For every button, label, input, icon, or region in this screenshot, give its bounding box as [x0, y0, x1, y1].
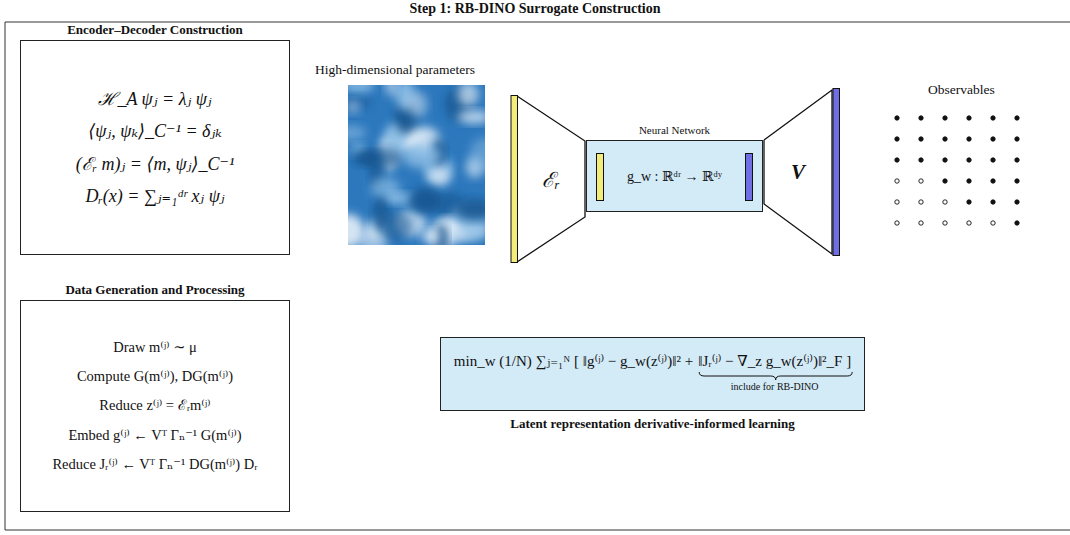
observable-point: [895, 137, 899, 141]
field-blob: [409, 187, 442, 213]
observable-point: [943, 200, 947, 204]
observable-point: [1015, 158, 1019, 162]
observable-point: [967, 179, 971, 183]
loss-box: min_w (1/N) ∑ⱼ₌₁ᴺ [ ‖g⁽ʲ⁾ − g_w(z⁽ʲ⁾)‖² …: [440, 337, 865, 411]
field-blob: [427, 166, 450, 187]
content-box: Data Generation and ProcessingDraw m⁽ʲ⁾ …: [20, 300, 290, 512]
observable-point: [919, 179, 923, 183]
network-label: g_w : ℝᵈʳ → ℝᵈʸ: [627, 168, 722, 185]
observable-point: [967, 200, 971, 204]
equation: ⟨ψⱼ, ψₖ⟩_C⁻¹ = δⱼₖ: [88, 120, 221, 143]
observable-point: [943, 137, 947, 141]
input-bar: [596, 153, 604, 201]
trapezoid-outline: [517, 96, 585, 262]
observable-point: [967, 137, 971, 141]
observable-point: [1015, 137, 1019, 141]
random-field-image: [348, 85, 485, 245]
observable-point: [1015, 200, 1019, 204]
observable-point: [895, 116, 899, 120]
process-step: Embed g⁽ʲ⁾ ← Vᵀ Γₙ⁻¹ G(m⁽ʲ⁾): [68, 427, 241, 444]
latent-bar: [511, 96, 518, 263]
observable-point: [919, 200, 923, 204]
observable-point: [919, 158, 923, 162]
loss-equation: ‖Jᵣ⁽ʲ⁾ − ∇_z g_w(z⁽ʲ⁾)‖²_F ]: [698, 352, 851, 370]
equation: (ℰᵣ m)ⱼ = ⟨m, ψⱼ⟩_C⁻¹: [76, 153, 235, 176]
observable-point: [895, 179, 899, 183]
observable-point: [991, 200, 995, 204]
observable-point: [943, 221, 947, 225]
latent-bar: [833, 89, 840, 256]
loss-equation: min_w (1/N) ∑ⱼ₌₁ᴺ [ ‖g⁽ʲ⁾ − g_w(z⁽ʲ⁾)‖² …: [454, 352, 693, 370]
equation: Dᵣ(x) = ∑ⱼ₌₁ᵈʳ xⱼ ψⱼ: [85, 185, 224, 208]
box-heading: Neural Network: [587, 124, 762, 136]
observable-point: [943, 179, 947, 183]
observable-point: [991, 221, 995, 225]
observable-point: [943, 116, 947, 120]
observable-point: [1015, 179, 1019, 183]
field-blob: [408, 92, 427, 118]
field-blob: [457, 110, 485, 124]
figure-title: Step 1: RB-DINO Surrogate Construction: [0, 1, 1070, 17]
encoder-symbol: ℰᵣ: [542, 165, 560, 193]
underbrace: [441, 338, 866, 412]
observable-point: [919, 221, 923, 225]
observable-point: [991, 137, 995, 141]
field-blob: [373, 196, 388, 230]
field-blob: [348, 85, 374, 93]
observable-point: [967, 158, 971, 162]
encoder-trapezoid: ℰᵣ: [510, 95, 586, 263]
trapezoid-outline: [764, 90, 832, 254]
box-heading: Data Generation and Processing: [21, 282, 289, 298]
brace-note: include for RB-DINO: [731, 381, 819, 392]
process-step: Compute G(m⁽ʲ⁾), DG(m⁽ʲ⁾): [77, 368, 233, 385]
field-blob: [422, 230, 440, 243]
axis-label: High-dimensional parameters: [315, 62, 475, 78]
observable-point: [991, 158, 995, 162]
field-blob: [370, 177, 400, 199]
observable-point: [991, 179, 995, 183]
loss-caption: Latent representation derivative-informe…: [441, 416, 864, 432]
field-blob: [470, 138, 485, 173]
field-blob: [456, 199, 485, 220]
observable-point: [895, 200, 899, 204]
decoder-symbol: V: [791, 160, 805, 185]
field-blob: [348, 125, 366, 140]
observable-point: [895, 221, 899, 225]
network-box: Neural Networkg_w : ℝᵈʳ → ℝᵈʸ: [586, 140, 763, 212]
field-blob: [385, 85, 397, 96]
field-blob: [401, 144, 441, 169]
observable-point: [1015, 116, 1019, 120]
underbrace-path: [699, 372, 852, 380]
equation: ℋ_A ψⱼ = λⱼ ψⱼ: [98, 88, 211, 111]
content-box: Encoder–Decoder Constructionℋ_A ψⱼ = λⱼ …: [20, 40, 290, 255]
field-blob: [359, 148, 403, 169]
output-bar: [745, 153, 753, 201]
decoder-trapezoid: V: [763, 88, 841, 256]
observable-point: [919, 137, 923, 141]
observable-point: [895, 158, 899, 162]
field-blob: [458, 85, 479, 107]
observable-point: [919, 116, 923, 120]
observable-point: [943, 158, 947, 162]
observable-point: [991, 116, 995, 120]
observable-point: [967, 221, 971, 225]
field-blob: [348, 100, 360, 113]
observable-grid: [895, 116, 1019, 225]
process-step: Reduce z⁽ʲ⁾ = ℰᵣm⁽ʲ⁾: [99, 397, 210, 414]
process-step: Reduce Jᵣ⁽ʲ⁾ ← Vᵀ Γₙ⁻¹ DG(m⁽ʲ⁾) Dᵣ: [52, 456, 257, 473]
axis-label: Observables: [928, 82, 995, 98]
observable-point: [1015, 221, 1019, 225]
box-heading: Encoder–Decoder Construction: [21, 22, 289, 38]
outer-panel: [5, 22, 1070, 530]
observable-point: [967, 116, 971, 120]
process-step: Draw m⁽ʲ⁾ ∼ μ: [113, 339, 197, 356]
